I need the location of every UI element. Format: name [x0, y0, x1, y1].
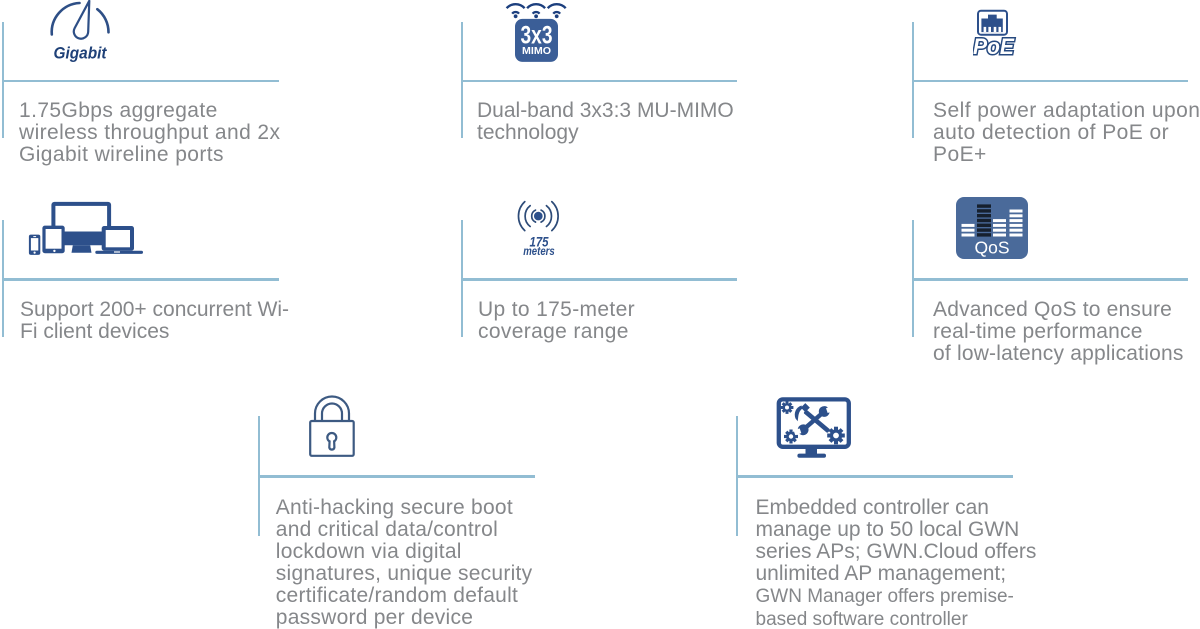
- svg-text:PoE: PoE: [973, 34, 1015, 59]
- svg-text:3x3: 3x3: [521, 22, 553, 50]
- svg-text:QoS: QoS: [974, 237, 1009, 257]
- svg-text:Gigabit: Gigabit: [54, 44, 108, 63]
- svg-text:175: 175: [530, 234, 549, 250]
- svg-text:MIMO: MIMO: [522, 46, 551, 57]
- svg-text:meters: meters: [523, 244, 555, 258]
